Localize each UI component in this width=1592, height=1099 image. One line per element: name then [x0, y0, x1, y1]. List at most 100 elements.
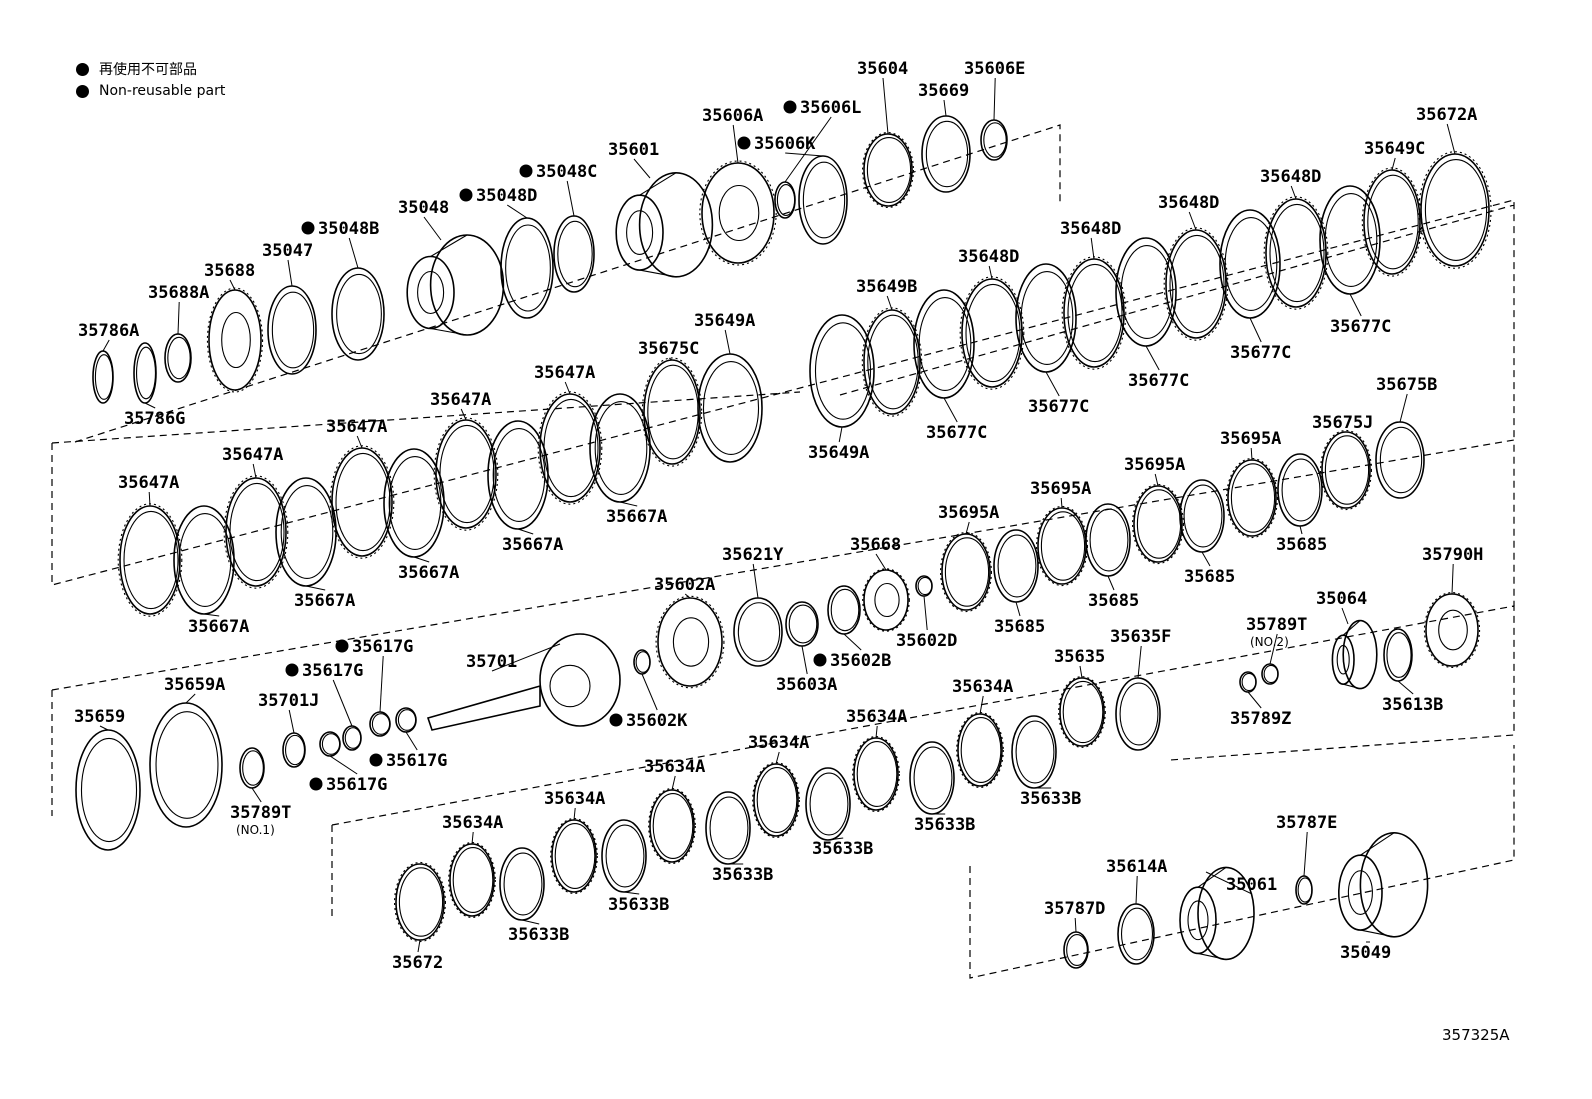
ring-shape [1277, 453, 1323, 527]
teeth-shape [1058, 676, 1106, 748]
leader-line [838, 426, 843, 443]
ring-shape [785, 601, 819, 647]
part-label: 35048B [318, 219, 379, 239]
ring-inner-shape [1367, 174, 1419, 270]
leader-line [203, 613, 220, 617]
toothed-plate-shape [753, 763, 799, 837]
ring-inner-shape [652, 793, 694, 859]
ring-shape [267, 285, 317, 375]
part-label: 35621Y [722, 545, 784, 565]
drum-bore-shape [1336, 644, 1350, 675]
ring-inner-shape [280, 485, 334, 579]
teeth-shape [1036, 505, 1088, 587]
leader-line [1249, 317, 1262, 343]
part-label: 35648D [1260, 167, 1321, 187]
part-35621Y [733, 597, 783, 667]
drum-edge-shape [1360, 832, 1395, 856]
part-label: 35677C [926, 423, 987, 443]
ring-shape [733, 597, 783, 667]
leader-line [348, 237, 359, 269]
part-35633B [601, 819, 647, 893]
non-reusable-dot-icon [335, 639, 349, 653]
non-reusable-dot-icon [783, 100, 797, 114]
part-label: 35635 [1054, 647, 1105, 667]
ring-inner-shape [1120, 907, 1154, 961]
ring-inner-shape [123, 510, 179, 610]
leader-line [521, 919, 540, 925]
ring-inner-shape [718, 184, 760, 242]
part-35668 [862, 568, 910, 632]
part-35672A [1418, 151, 1492, 269]
teeth-shape [641, 357, 703, 467]
part-35685 [1085, 503, 1131, 577]
part-label: 35688 [204, 261, 255, 281]
part-label: 35789T [1246, 615, 1307, 635]
toothed-plate-shape [1227, 459, 1277, 537]
drum-shape [539, 633, 621, 727]
toothed-plate-shape [1420, 153, 1490, 267]
part-label: 35634A [846, 707, 907, 727]
part-35634A [448, 842, 496, 918]
ring-shape [369, 711, 391, 737]
leader-line [943, 99, 947, 117]
part-35695A [1132, 483, 1184, 565]
ring-inner-shape [221, 311, 251, 369]
teeth-shape [752, 762, 800, 838]
part-35789T [1261, 663, 1279, 685]
part-label: 35602B [830, 651, 891, 671]
part-35688 [206, 287, 264, 393]
part-label: 35787D [1044, 899, 1105, 919]
part-label: 35606A [702, 106, 763, 126]
legend-text-en: Non-reusable part [99, 83, 226, 99]
part-35790H [1423, 592, 1481, 668]
leader-line [993, 77, 996, 121]
part-35047 [267, 285, 317, 375]
non-reusable-dot-icon [737, 136, 751, 150]
ring-shape [239, 747, 265, 789]
leader-line [102, 339, 110, 352]
part-label: 35667A [606, 507, 667, 527]
part-label: 35604 [857, 59, 908, 79]
part-label: 35701J [258, 691, 319, 711]
part-35048B [331, 267, 385, 361]
part-label: 35048D [476, 186, 537, 206]
part-label: 35695A [1030, 479, 1091, 499]
part-label: 35688A [148, 283, 209, 303]
ring-inner-shape [944, 537, 990, 607]
teeth-shape [1132, 483, 1184, 565]
part-35602D [915, 575, 933, 597]
part-label: 35695A [1124, 455, 1185, 475]
part-label: 35634A [644, 757, 705, 777]
group-box-dashed [51, 439, 1515, 816]
part-label: 35659A [164, 675, 225, 695]
part-35635 [1058, 676, 1106, 748]
leader-line [1079, 665, 1083, 679]
leader-line [965, 521, 970, 535]
ring-inner-shape [1120, 245, 1174, 339]
ring-shape [499, 847, 545, 921]
part-35061 [1179, 866, 1255, 961]
leader-line [1349, 293, 1362, 317]
part-35634A [956, 712, 1004, 788]
leader-line [1299, 525, 1303, 535]
part-label: 35633B [1020, 789, 1081, 809]
part-35786G [133, 342, 157, 404]
leader-line [460, 408, 467, 421]
leader-line [633, 158, 651, 179]
ring-shape [133, 342, 157, 404]
ring-inner-shape [336, 273, 382, 355]
part-35667A [383, 448, 445, 558]
ring-shape [319, 731, 341, 757]
part-35633B [499, 847, 545, 921]
ring-inner-shape [1438, 609, 1468, 651]
toothed-plate-shape [331, 447, 393, 557]
part-label: 35601 [608, 140, 659, 160]
ring-inner-shape [321, 733, 341, 755]
group-box-dashed [969, 745, 1515, 979]
teeth-shape [448, 842, 496, 918]
ring-shape [1179, 479, 1225, 553]
ring-shape [798, 155, 848, 245]
ring-inner-shape [1269, 203, 1325, 303]
ring-inner-shape [917, 576, 933, 596]
